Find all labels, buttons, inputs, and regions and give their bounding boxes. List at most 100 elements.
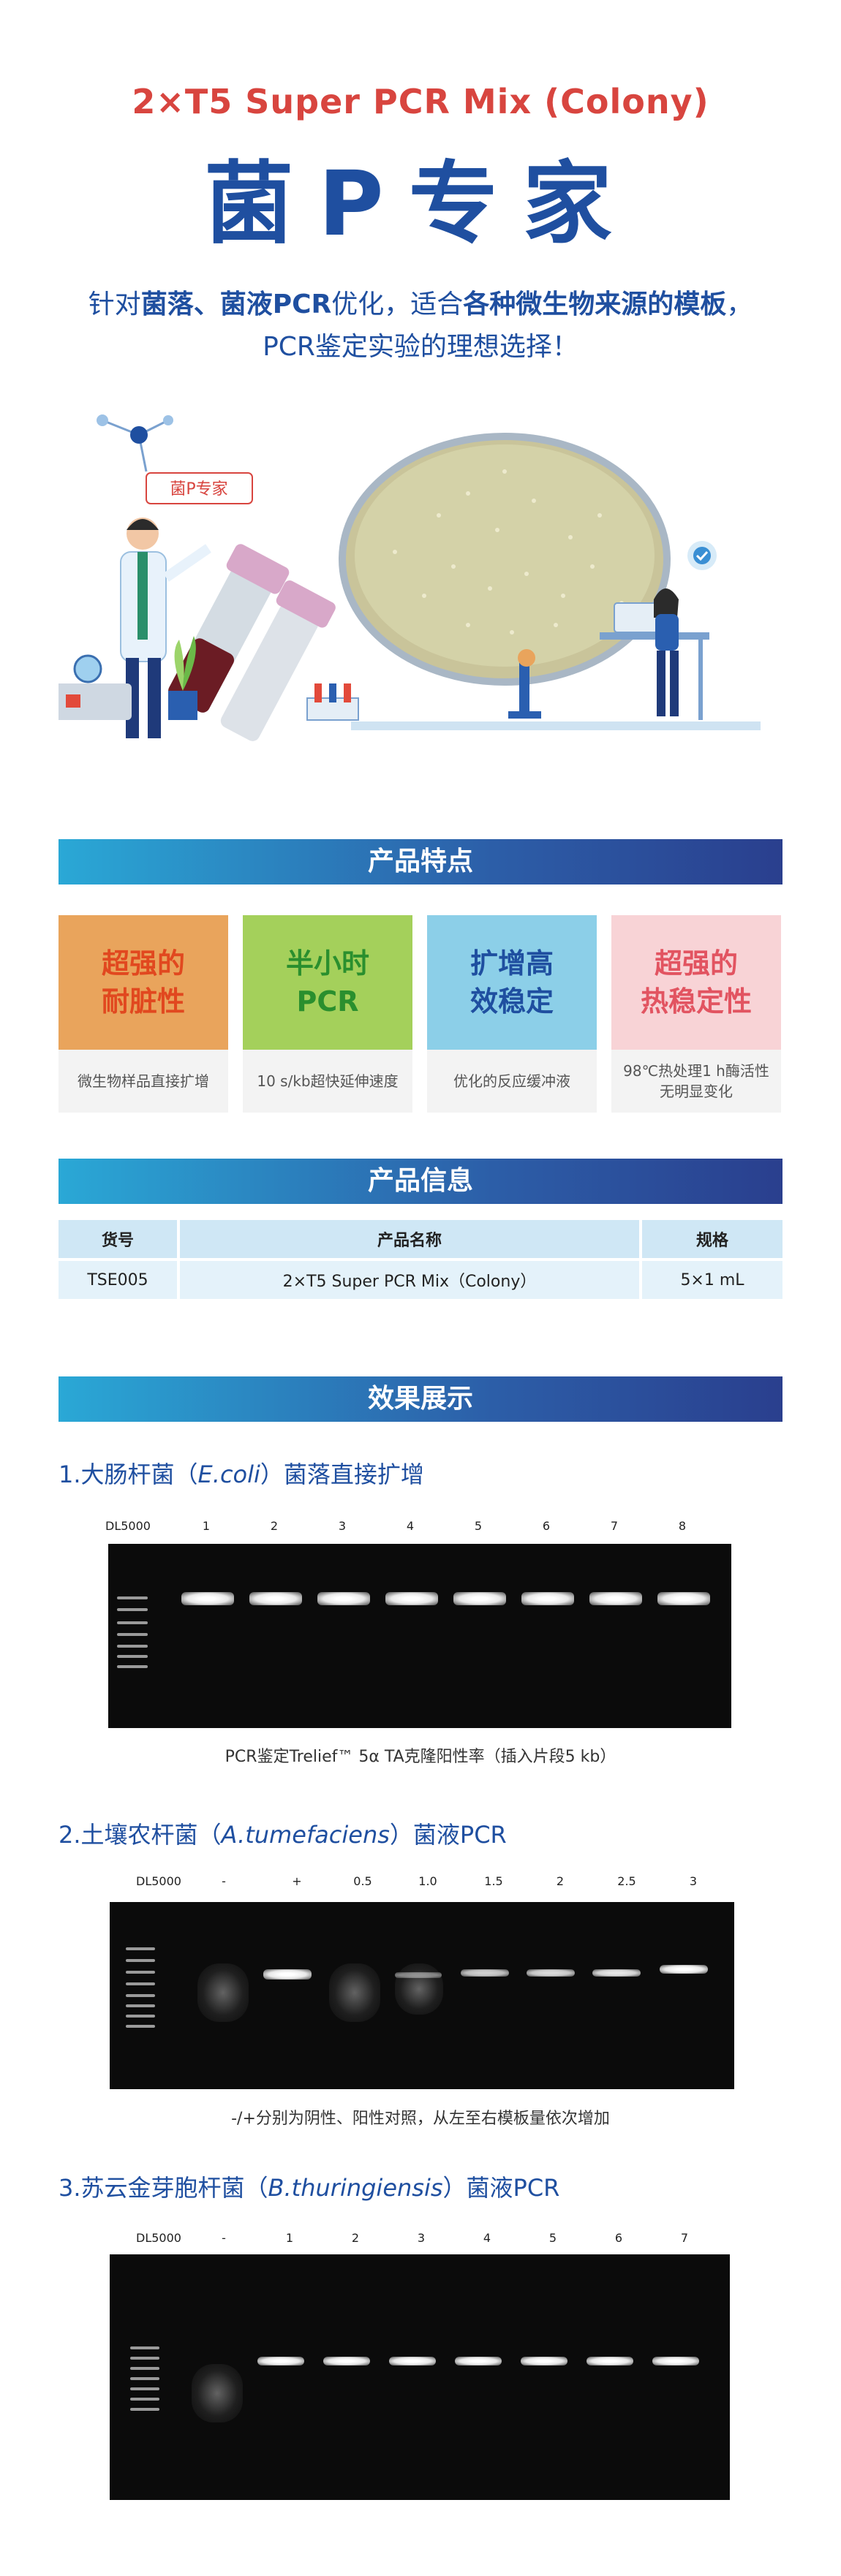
- product-info-table: 货号 产品名称 规格 TSE005 2×T5 Super PCR Mix（Col…: [56, 1217, 785, 1302]
- ladder-band: [117, 1608, 148, 1611]
- ladder-band: [126, 1947, 155, 1950]
- gel-band: [323, 2357, 370, 2365]
- cell-name: 2×T5 Super PCR Mix（Colony）: [180, 1261, 639, 1299]
- ladder-band: [126, 1994, 155, 1997]
- ladder-band: [130, 2408, 159, 2411]
- gel1-lane-labels: DL5000 1 2 3 4 5 6 7 8: [95, 1519, 753, 1537]
- lane-label: 0.5: [353, 1874, 372, 1888]
- ladder-band: [126, 2025, 155, 2028]
- gel2-lane-labels: DL5000 - + 0.5 1.0 1.5 2 2.5 3: [95, 1874, 753, 1892]
- gel-band: [589, 1592, 642, 1605]
- ladder-band: [126, 1959, 155, 1962]
- gel-smear: [329, 1963, 380, 2022]
- gel2-image: [110, 1902, 734, 2089]
- lane-label: 7: [610, 1519, 619, 1533]
- gel-band: [652, 2357, 699, 2365]
- lane-label: 5: [474, 1519, 483, 1533]
- lane-label: DL5000: [136, 1874, 181, 1888]
- intro-text: 针对菌落、菌液PCR优化，适合各种微生物来源的模板， PCR鉴定实验的理想选择！: [0, 284, 841, 368]
- ladder-band: [130, 2357, 159, 2360]
- feature-title: 扩增高效稳定: [427, 915, 597, 1050]
- ladder-band: [126, 1982, 155, 1985]
- lane-label: -: [222, 2231, 226, 2245]
- gel-band: [181, 1592, 234, 1605]
- feature-card-dirt-tolerance: 超强的耐脏性 微生物样品直接扩增: [59, 915, 228, 1113]
- lane-label: 4: [483, 2231, 491, 2245]
- feature-desc: 98℃热处理1 h酶活性无明显变化: [611, 1050, 781, 1113]
- gel-band: [249, 1592, 302, 1605]
- ladder-band: [130, 2398, 159, 2401]
- lane-label: 2: [351, 2231, 360, 2245]
- gel-band: [592, 1969, 641, 1977]
- lane-label: 3: [338, 1519, 347, 1533]
- ladder-band: [130, 2367, 159, 2370]
- gel-smear: [395, 1963, 443, 2015]
- gel3-lane-labels: DL5000 - 1 2 3 4 5 6 7: [95, 2231, 753, 2249]
- table-row: TSE005 2×T5 Super PCR Mix（Colony） 5×1 mL: [59, 1261, 782, 1299]
- lane-label: 6: [614, 2231, 623, 2245]
- table-header-row: 货号 产品名称 规格: [59, 1220, 782, 1258]
- gel-band: [461, 1969, 509, 1977]
- lane-label: 4: [406, 1519, 415, 1533]
- lane-label: 2: [556, 1874, 565, 1888]
- lane-label: 1.0: [418, 1874, 437, 1888]
- gel1-image: [108, 1544, 731, 1728]
- gel-band: [455, 2357, 502, 2365]
- ladder-band: [117, 1596, 148, 1599]
- header-cell-name: 产品名称: [180, 1220, 639, 1258]
- cell-sku: TSE005: [59, 1261, 177, 1299]
- section-bar-results: 效果展示: [59, 1376, 782, 1422]
- gel-band: [587, 2357, 633, 2365]
- lane-label: +: [292, 1874, 302, 1888]
- ladder-band: [117, 1645, 148, 1648]
- cell-spec: 5×1 mL: [642, 1261, 782, 1299]
- feature-title: 超强的耐脏性: [59, 915, 228, 1050]
- lane-label: -: [222, 1874, 226, 1888]
- ladder-band: [126, 2004, 155, 2007]
- header-cell-sku: 货号: [59, 1220, 177, 1258]
- ladder-band: [130, 2387, 159, 2390]
- gel-band: [257, 2357, 304, 2365]
- gel2-heading: 2.土壤农杆菌（A.tumefaciens）菌液PCR: [59, 1821, 507, 1849]
- lane-label: 2: [270, 1519, 279, 1533]
- feature-card-thermostability: 超强的热稳定性 98℃热处理1 h酶活性无明显变化: [611, 915, 781, 1113]
- intro-line-2: PCR鉴定实验的理想选择！: [263, 332, 578, 362]
- gel-band: [660, 1965, 708, 1974]
- speech-bubble-text: 菌P专家: [170, 480, 227, 499]
- lane-label: 1: [285, 2231, 294, 2245]
- gel3-heading: 3.苏云金芽胞杆菌（B.thuringiensis）菌液PCR: [59, 2174, 560, 2202]
- gel-smear: [197, 1963, 249, 2022]
- hero-illustration: 菌P专家: [51, 406, 782, 779]
- lane-label: DL5000: [136, 2231, 181, 2245]
- intro-line-1: 针对菌落、菌液PCR优化，适合各种微生物来源的模板，: [88, 289, 753, 319]
- gel2-caption: -/+分别为阴性、阳性对照，从左至右模板量依次增加: [231, 2110, 610, 2128]
- feature-desc: 微生物样品直接扩增: [59, 1050, 228, 1113]
- section-bar-features: 产品特点: [59, 839, 782, 884]
- lane-label: 2.5: [617, 1874, 636, 1888]
- gel-band: [527, 1969, 575, 1977]
- gel1-heading: 1.大肠杆菌（E.coli）菌落直接扩增: [59, 1461, 424, 1488]
- gel-band: [657, 1592, 710, 1605]
- header-cell-spec: 规格: [642, 1220, 782, 1258]
- feature-card-high-efficiency: 扩增高效稳定 优化的反应缓冲液: [427, 915, 597, 1113]
- feature-title: 超强的热稳定性: [611, 915, 781, 1050]
- ladder-band: [117, 1633, 148, 1636]
- page-title: 菌P专家: [204, 152, 637, 256]
- lane-label: 3: [417, 2231, 426, 2245]
- ladder-band: [117, 1655, 148, 1658]
- ladder-band: [126, 1971, 155, 1974]
- lane-label: 3: [689, 1874, 698, 1888]
- gel3-image: [110, 2254, 730, 2500]
- gel-band: [385, 1592, 438, 1605]
- ladder-band: [126, 2015, 155, 2018]
- lane-label: 7: [680, 2231, 689, 2245]
- gel-smear: [192, 2364, 243, 2422]
- ladder-band: [117, 1665, 148, 1668]
- gel-band: [263, 1969, 312, 1980]
- product-name: 2×T5 Super PCR Mix (Colony): [132, 82, 709, 121]
- lane-label: 5: [548, 2231, 557, 2245]
- gel-band: [521, 1592, 574, 1605]
- gel-band: [389, 2357, 436, 2365]
- gel-band: [453, 1592, 506, 1605]
